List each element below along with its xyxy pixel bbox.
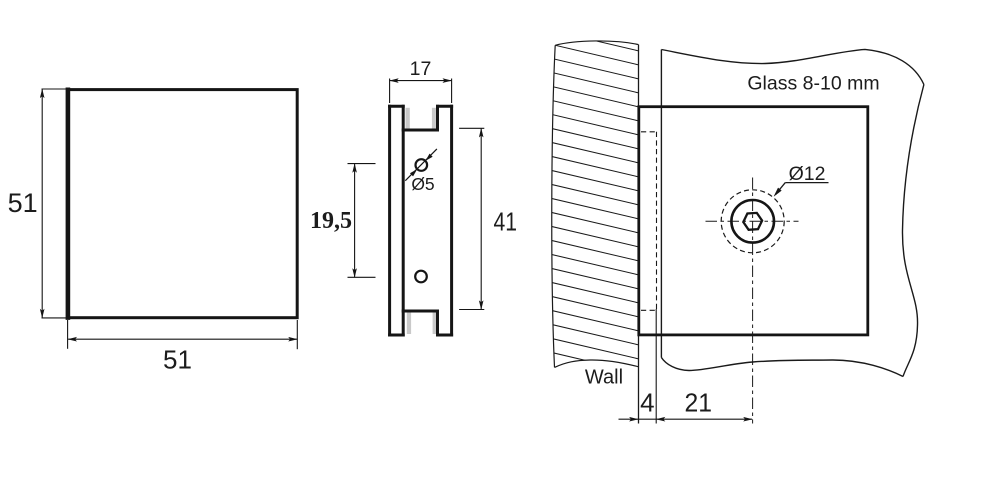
svg-text:Wall: Wall (585, 367, 623, 389)
svg-text:51: 51 (163, 344, 192, 374)
svg-text:Ø12: Ø12 (789, 163, 826, 185)
svg-text:Ø5: Ø5 (411, 174, 434, 194)
svg-text:4: 4 (640, 387, 654, 417)
svg-text:51: 51 (8, 188, 38, 218)
svg-text:21: 21 (685, 388, 713, 418)
svg-text:17: 17 (410, 58, 432, 80)
svg-text:19,5: 19,5 (310, 208, 352, 234)
svg-text:Glass 8-10 mm: Glass 8-10 mm (747, 73, 879, 95)
svg-text:41: 41 (494, 207, 518, 237)
